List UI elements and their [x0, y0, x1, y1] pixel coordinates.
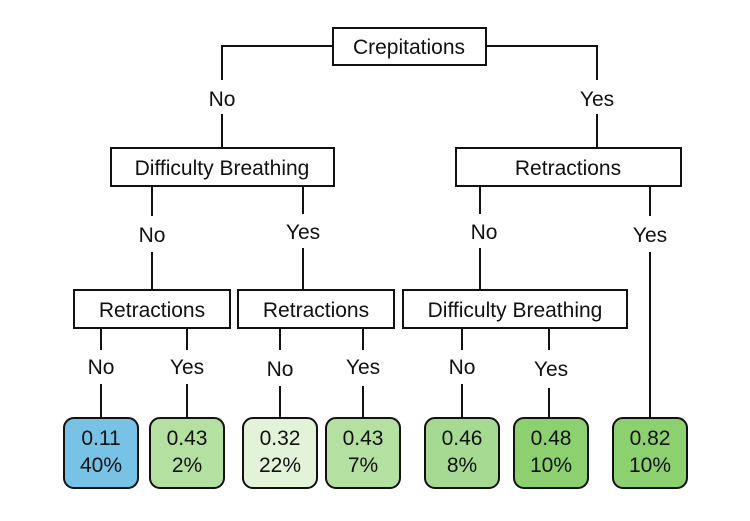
leaf-1-value: 0.11 [81, 427, 120, 450]
node-lr-label: Retractions [263, 299, 369, 322]
node-retractions-right: Retractions [455, 147, 682, 187]
node-l-label: Difficulty Breathing [135, 157, 310, 180]
edge-label-ll-right: Yes [170, 356, 204, 379]
leaf-3-percent: 22% [259, 454, 301, 477]
leaf-1-percent: 40% [80, 454, 122, 477]
tree-connectors [100, 45, 651, 418]
leaf-4-value: 0.43 [343, 427, 384, 450]
leaf-7: 0.82 10% [612, 417, 688, 489]
leaf-3: 0.32 22% [242, 417, 318, 489]
node-difficulty-breathing-left: Difficulty Breathing [110, 147, 335, 187]
node-rl-label: Difficulty Breathing [428, 299, 603, 322]
edge-label-rl-right: Yes [534, 358, 568, 381]
leaf-2-percent: 2% [172, 454, 202, 477]
edge-label-lr-right: Yes [346, 356, 380, 379]
leaf-4-percent: 7% [348, 454, 378, 477]
leaf-5-value: 0.46 [442, 427, 483, 450]
leaf-2-value: 0.43 [167, 427, 208, 450]
edge-label-root-left: No [209, 88, 236, 111]
root-node: Crepitations [332, 27, 487, 66]
edge-label-lr-left: No [267, 358, 294, 381]
root-node-label: Crepitations [353, 36, 465, 59]
node-retractions-lr: Retractions [237, 289, 395, 329]
edge-label-l-left: No [139, 224, 166, 247]
leaf-7-percent: 10% [629, 454, 671, 477]
leaf-5: 0.46 8% [424, 417, 500, 489]
edge-label-root-right: Yes [580, 88, 614, 111]
edge-labels: No Yes No Yes No Yes No Yes No Yes No Ye… [88, 88, 668, 381]
leaf-6-value: 0.48 [531, 427, 572, 450]
edge-label-l-right: Yes [286, 221, 320, 244]
edge-label-r-left: No [471, 221, 498, 244]
leaf-6-percent: 10% [530, 454, 572, 477]
leaf-2: 0.43 2% [149, 417, 225, 489]
leaf-6: 0.48 10% [513, 417, 589, 489]
node-ll-label: Retractions [99, 299, 205, 322]
node-retractions-ll: Retractions [73, 289, 231, 329]
edge-label-ll-left: No [88, 356, 115, 379]
leaf-3-value: 0.32 [260, 427, 301, 450]
connector-root-left [221, 45, 333, 80]
leaf-4: 0.43 7% [325, 417, 401, 489]
edge-label-r-right: Yes [633, 224, 667, 247]
leaf-7-value: 0.82 [630, 427, 671, 450]
leaf-5-percent: 8% [447, 454, 477, 477]
node-difficulty-breathing-rl: Difficulty Breathing [402, 289, 628, 329]
node-r-label: Retractions [515, 157, 621, 180]
connector-root-right [486, 45, 598, 80]
edge-label-rl-left: No [449, 356, 476, 379]
leaf-1: 0.11 40% [63, 417, 139, 489]
